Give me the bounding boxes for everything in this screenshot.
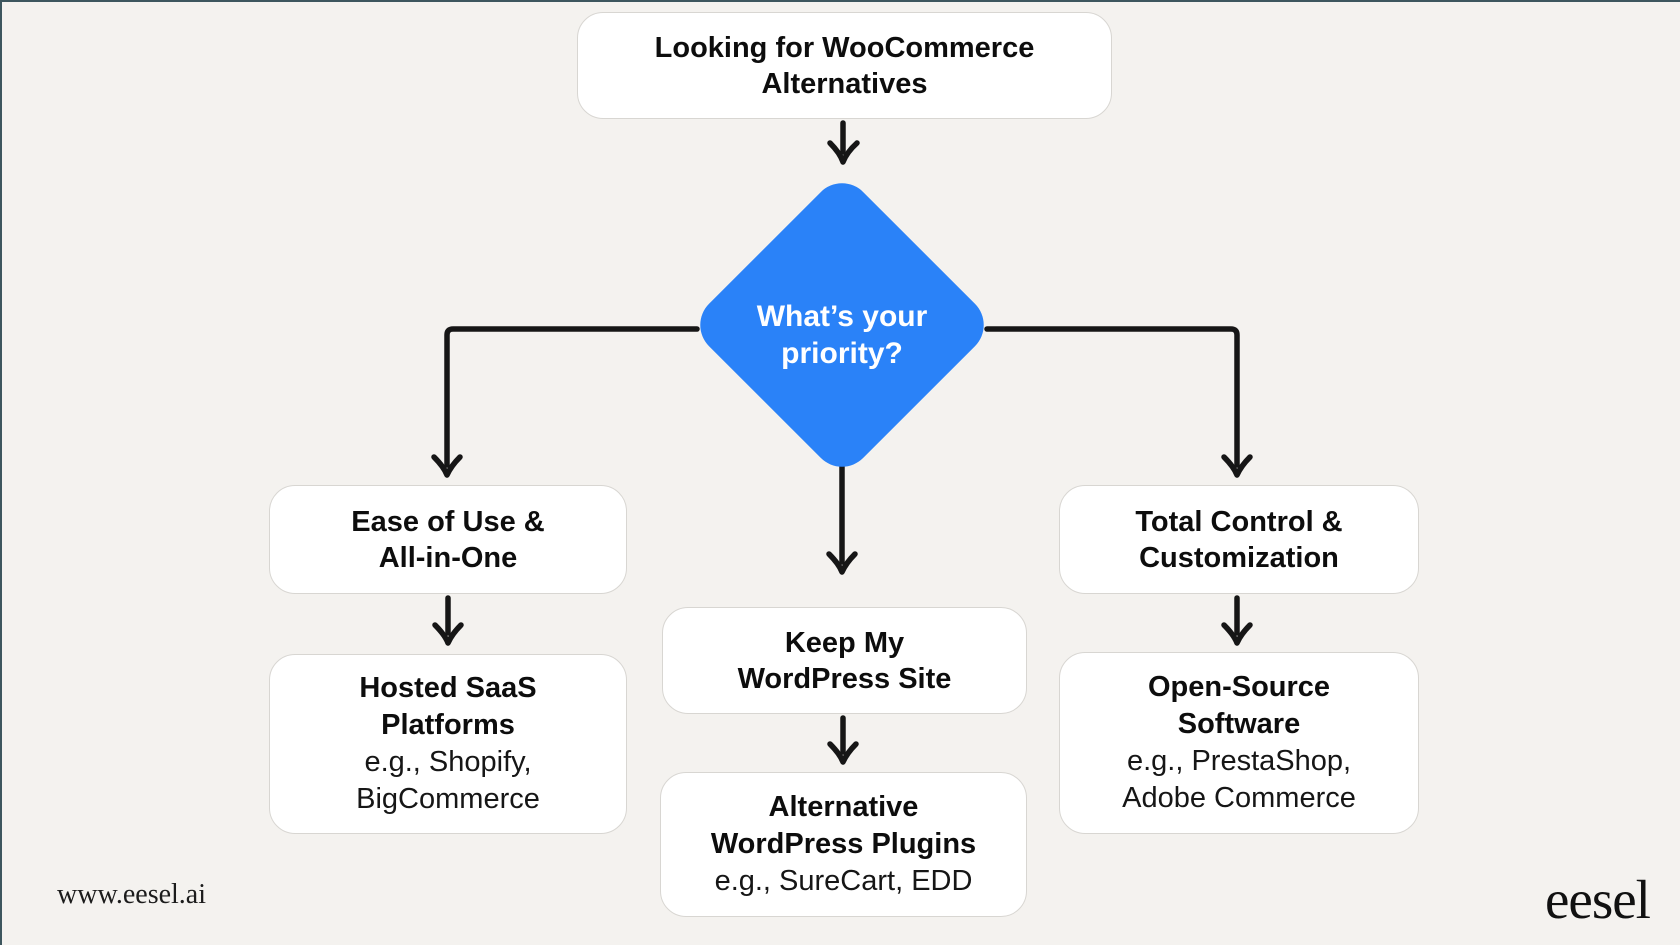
node-branch-right: Total Control & Customization — [1059, 485, 1419, 594]
node-result-right: Open-Source Software e.g., PrestaShop, A… — [1059, 652, 1419, 834]
node-result-middle: Alternative WordPress Plugins e.g., Sure… — [660, 772, 1027, 917]
node-branch-middle-line: WordPress Site — [737, 662, 952, 695]
arrow-start-to-decision — [827, 120, 860, 165]
node-result-left-example: BigCommerce — [356, 783, 540, 815]
decision-label: What’s your priority? — [692, 298, 992, 372]
node-result-left-example: e.g., Shopify, — [364, 746, 532, 778]
node-start-line: Looking for WooCommerce — [654, 31, 1035, 64]
node-result-left-title: Platforms — [381, 709, 515, 741]
node-start-line: Alternatives — [761, 67, 928, 100]
node-branch-right-line: Total Control & — [1135, 505, 1343, 538]
arrow-right-branch-to-result — [1221, 595, 1253, 646]
node-result-middle-title: WordPress Plugins — [710, 828, 977, 860]
node-result-right-title: Open-Source — [1147, 671, 1331, 703]
node-result-right-title: Software — [1177, 708, 1301, 740]
arrow-middle-branch-to-result — [827, 715, 859, 765]
decision-label-line: What’s your — [756, 300, 928, 333]
node-result-middle-example: e.g., SureCart, EDD — [714, 865, 973, 897]
node-branch-left: Ease of Use & All-in-One — [269, 485, 627, 594]
node-result-right-example: e.g., PrestaShop, — [1126, 745, 1352, 777]
node-result-middle-title: Alternative — [768, 791, 919, 823]
decision-label-line: priority? — [781, 337, 903, 370]
arrow-decision-to-right — [984, 326, 1253, 478]
arrow-decision-to-left — [431, 326, 700, 478]
arrow-left-branch-to-result — [432, 595, 464, 646]
website-url: www.eesel.ai — [57, 879, 207, 910]
node-branch-left-line: All-in-One — [378, 541, 518, 574]
node-result-left-title: Hosted SaaS — [359, 672, 537, 704]
node-branch-middle-line: Keep My — [784, 626, 905, 659]
node-branch-right-line: Customization — [1139, 541, 1339, 574]
arrow-decision-to-middle — [826, 461, 858, 575]
node-branch-middle: Keep My WordPress Site — [662, 607, 1027, 714]
node-start: Looking for WooCommerce Alternatives — [577, 12, 1112, 119]
node-result-left: Hosted SaaS Platforms e.g., Shopify, Big… — [269, 654, 627, 834]
brand-wordmark: eesel — [1545, 869, 1651, 930]
node-branch-left-line: Ease of Use & — [351, 505, 545, 538]
node-result-right-example: Adobe Commerce — [1122, 782, 1356, 814]
